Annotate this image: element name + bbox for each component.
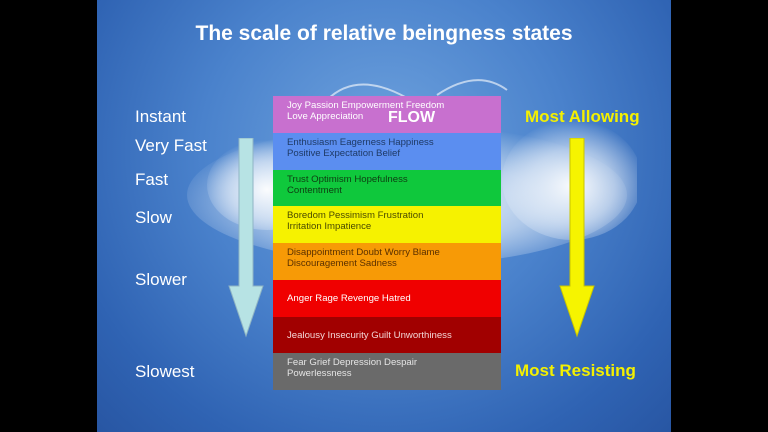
band-jealousy: Jealousy Insecurity Guilt Unworthiness — [273, 317, 501, 353]
most-allowing-label: Most Allowing — [525, 107, 640, 126]
speed-label-slower: Slower — [135, 270, 187, 289]
slide-title: The scale of relative beingness states — [195, 22, 573, 45]
band-anger: Anger Rage Revenge Hatred — [273, 280, 501, 317]
speed-label-very-fast: Very Fast — [135, 136, 207, 155]
speed-label-instant: Instant — [135, 107, 187, 126]
slide: The scale of relative beingness states I… — [97, 0, 671, 432]
speed-label-slowest: Slowest — [135, 362, 195, 381]
most-resisting-label: Most Resisting — [515, 361, 636, 380]
flow-label: FLOW — [388, 109, 436, 126]
right-down-arrow — [559, 138, 595, 338]
left-down-arrow — [228, 138, 264, 338]
speed-label-slow: Slow — [135, 208, 172, 227]
speed-label-fast: Fast — [135, 170, 169, 189]
